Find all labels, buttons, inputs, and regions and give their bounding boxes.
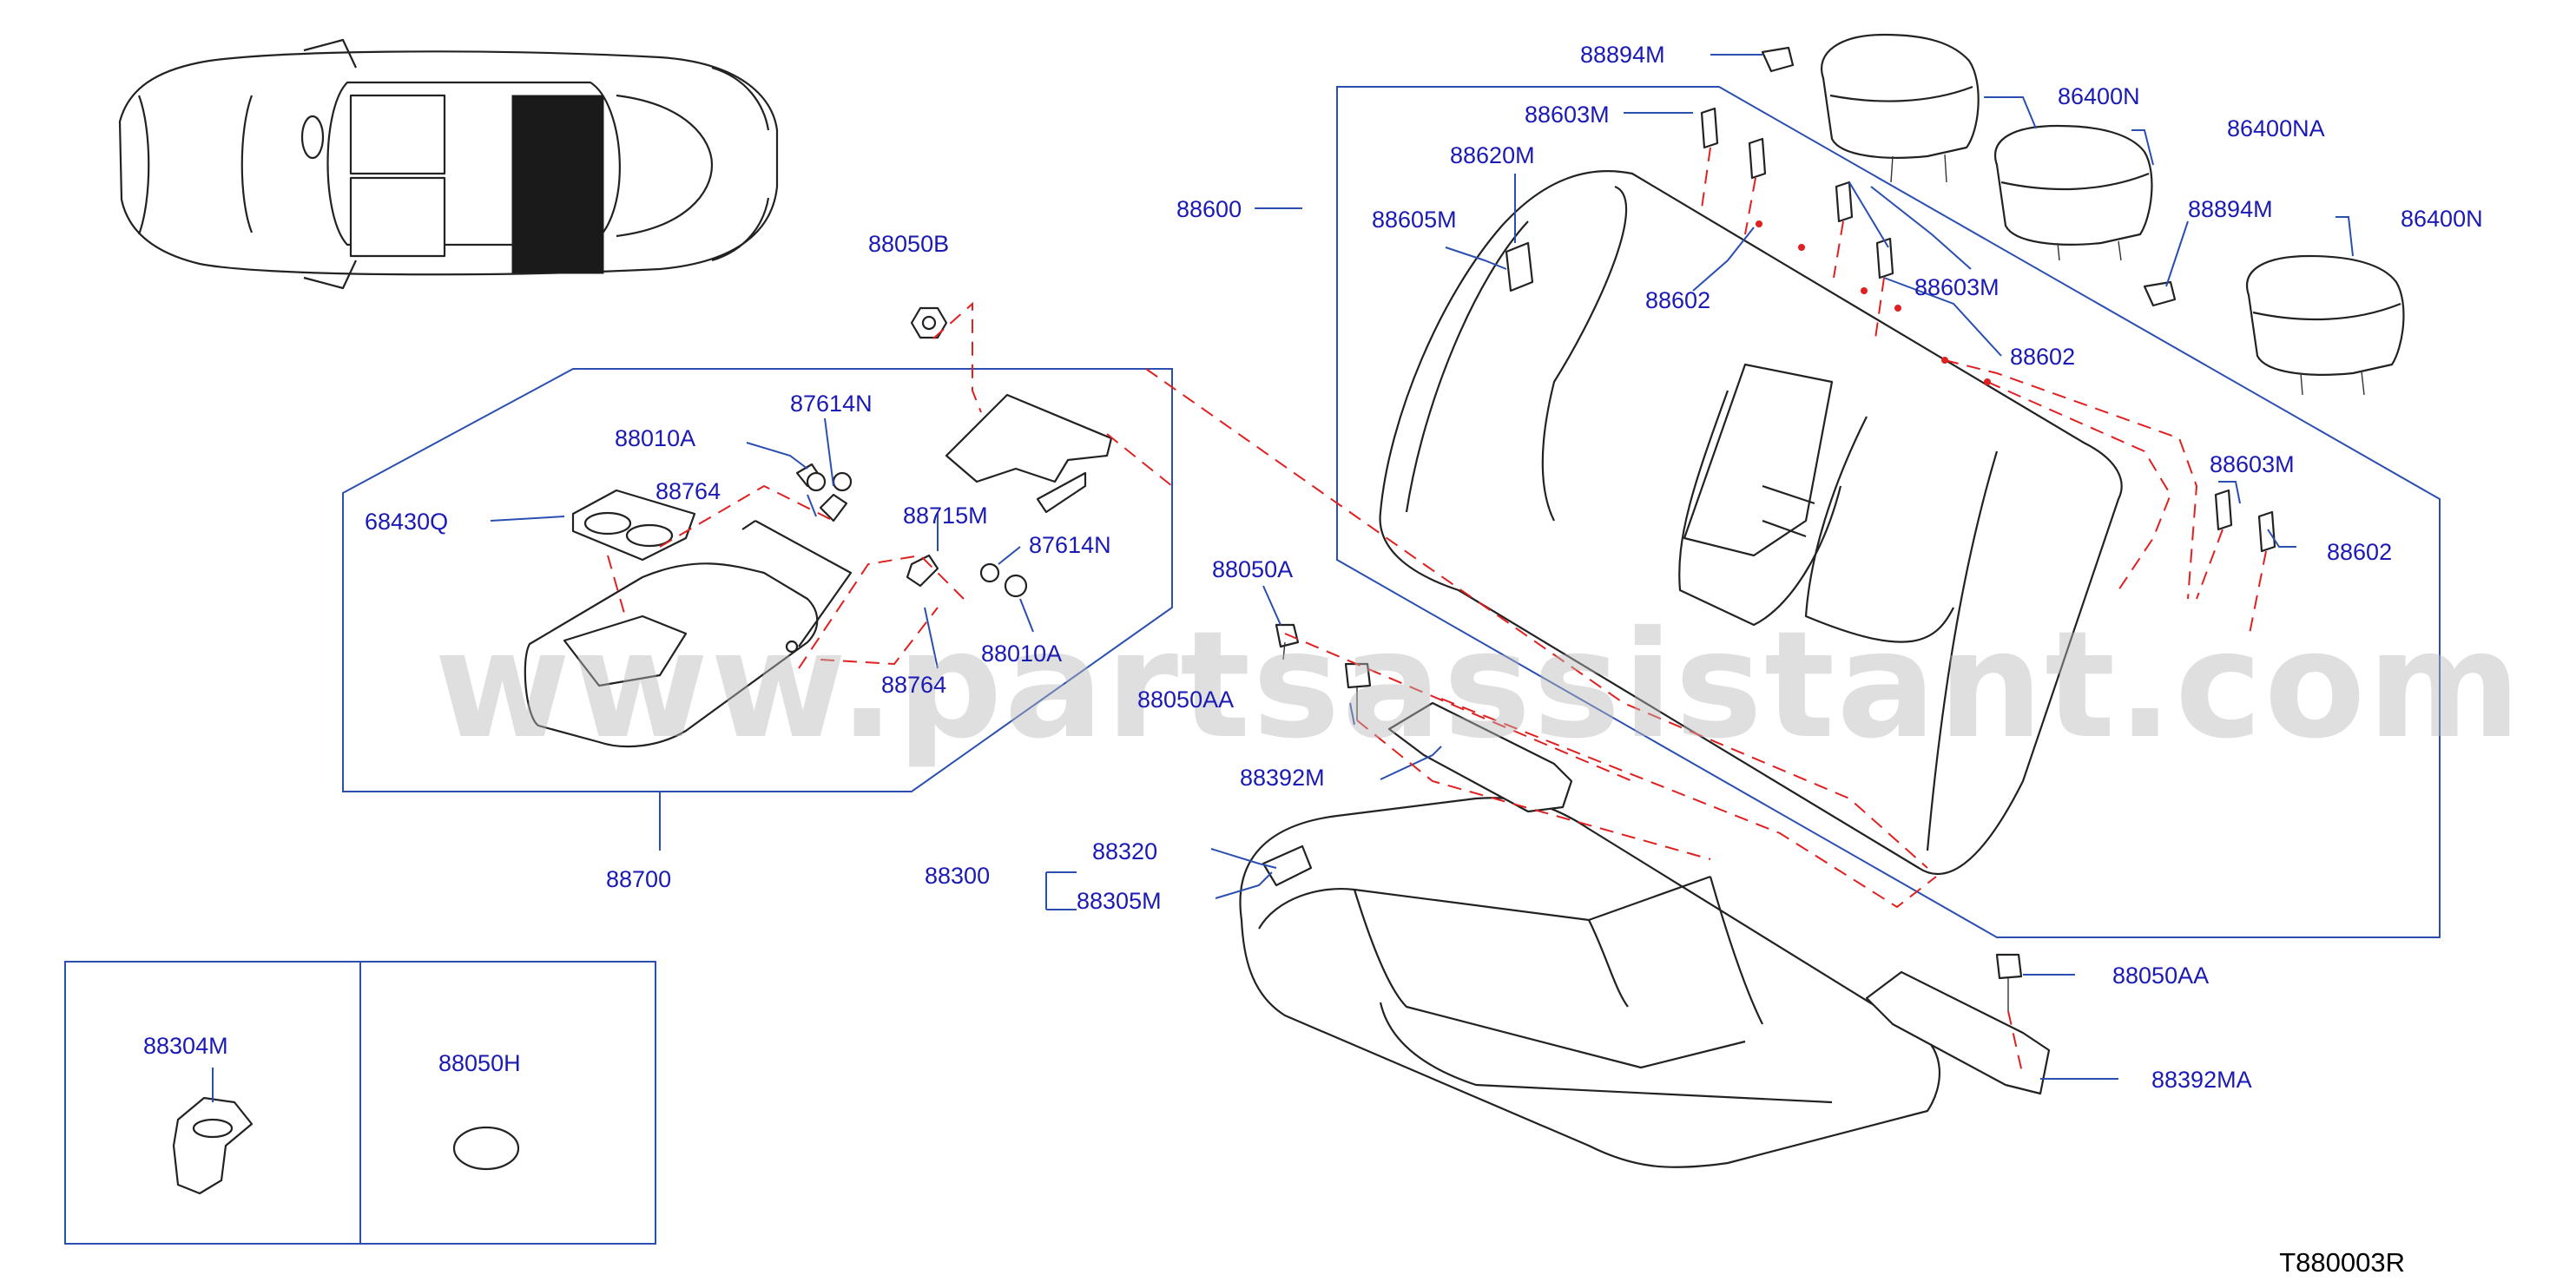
label-88605M[interactable]: 88605M — [1372, 207, 1457, 233]
label-88602[interactable]: 88602 — [1645, 287, 1710, 313]
diagram-code: T880003R — [2279, 1247, 2405, 1278]
label-88392MA[interactable]: 88392MA — [2151, 1067, 2252, 1093]
label-88320[interactable]: 88320 — [1092, 838, 1157, 864]
label-86400N-b[interactable]: 86400N — [2401, 206, 2483, 232]
label-88602-b[interactable]: 88602 — [2010, 344, 2075, 370]
label-88700[interactable]: 88700 — [606, 866, 671, 892]
label-88894M[interactable]: 88894M — [1580, 42, 1665, 68]
label-86400N[interactable]: 86400N — [2058, 83, 2140, 109]
label-88764[interactable]: 88764 — [656, 478, 721, 504]
label-88620M[interactable]: 88620M — [1450, 142, 1535, 168]
assembly-lines — [607, 147, 2267, 1077]
label-88050AA[interactable]: 88050AA — [1137, 687, 1234, 713]
label-88304M[interactable]: 88304M — [143, 1033, 228, 1059]
seat-brackets — [1275, 623, 2051, 1095]
label-88010A-b[interactable]: 88010A — [981, 641, 1062, 667]
seat-cushion — [1239, 797, 1941, 1168]
label-87614N-b[interactable]: 87614N — [1029, 532, 1111, 558]
label-88050B[interactable]: 88050B — [868, 231, 949, 257]
label-88603M[interactable]: 88603M — [1525, 102, 1610, 128]
label-88764-b[interactable]: 88764 — [881, 672, 946, 698]
label-88894M-b[interactable]: 88894M — [2188, 196, 2273, 222]
vehicle-overview-illustration — [118, 38, 779, 290]
label-88715M[interactable]: 88715M — [903, 503, 988, 529]
loose-parts-boxes — [64, 961, 656, 1245]
label-88050H[interactable]: 88050H — [438, 1050, 521, 1076]
label-88010A[interactable]: 88010A — [615, 425, 695, 451]
headrests — [1761, 33, 2405, 396]
label-88392M[interactable]: 88392M — [1240, 765, 1325, 791]
leader-lines — [212, 54, 2354, 1102]
label-87614N[interactable]: 87614N — [790, 391, 873, 417]
headrest-guide-pins — [1700, 107, 2276, 553]
label-88603M-c[interactable]: 88603M — [2210, 451, 2295, 477]
label-68430Q[interactable]: 68430Q — [365, 509, 448, 535]
label-88300[interactable]: 88300 — [925, 863, 990, 889]
part-labels: 88894M 88603M 86400N 86400NA 88620M 8860… — [143, 42, 2483, 1093]
label-88050A[interactable]: 88050A — [1212, 556, 1293, 582]
label-86400NA[interactable]: 86400NA — [2227, 115, 2325, 141]
watermark-text: www.partsassistant.com — [434, 600, 2523, 772]
label-88603M-b[interactable]: 88603M — [1914, 274, 2000, 300]
label-88305M[interactable]: 88305M — [1077, 888, 1162, 914]
armrest-group — [342, 306, 1173, 792]
label-88600[interactable]: 88600 — [1176, 196, 1242, 222]
label-88050AA-b[interactable]: 88050AA — [2112, 963, 2209, 989]
label-88602-c[interactable]: 88602 — [2327, 539, 2392, 565]
seat-back-group — [1336, 86, 2441, 938]
